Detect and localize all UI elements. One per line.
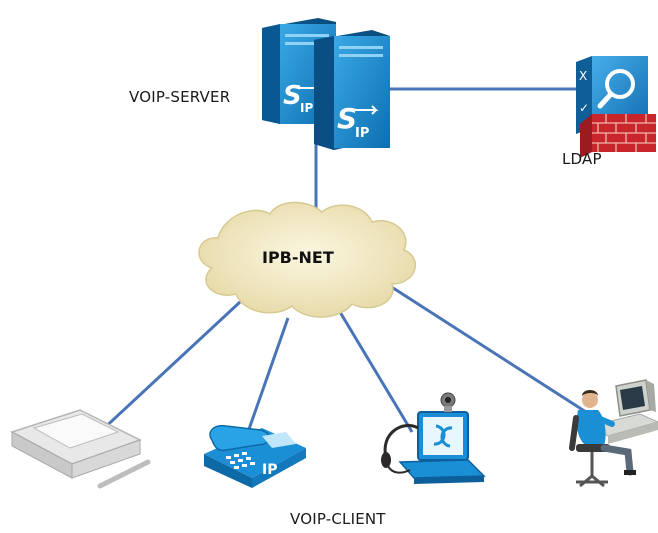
svg-text:IP: IP xyxy=(262,462,277,478)
sip-server-icon: S IP S IP xyxy=(262,18,390,150)
link-cloud-laptop xyxy=(338,311,414,433)
server-label: VOIP-SERVER xyxy=(129,88,231,106)
svg-text:IP: IP xyxy=(300,101,313,115)
link-cloud-fax xyxy=(98,300,242,434)
fax-machine-icon xyxy=(10,409,151,489)
links xyxy=(98,87,587,434)
link-cloud-workstation xyxy=(389,284,587,414)
svg-text:S: S xyxy=(283,81,302,111)
cloud-icon xyxy=(198,201,416,318)
ldap-label: LDAP xyxy=(562,150,602,168)
ip-phone-icon: IP xyxy=(204,424,306,488)
workstation-user-icon xyxy=(569,379,658,488)
softphone-laptop-icon xyxy=(381,392,486,484)
network-label: IPB-NET xyxy=(262,248,334,267)
link-cloud-phone xyxy=(246,317,290,433)
svg-text:S: S xyxy=(337,102,357,135)
ldap-directory-icon: X ✓ xyxy=(576,56,656,158)
client-label: VOIP-CLIENT xyxy=(290,510,386,528)
svg-text:✓: ✓ xyxy=(579,101,589,115)
svg-text:X: X xyxy=(579,69,587,83)
svg-text:IP: IP xyxy=(355,126,369,141)
